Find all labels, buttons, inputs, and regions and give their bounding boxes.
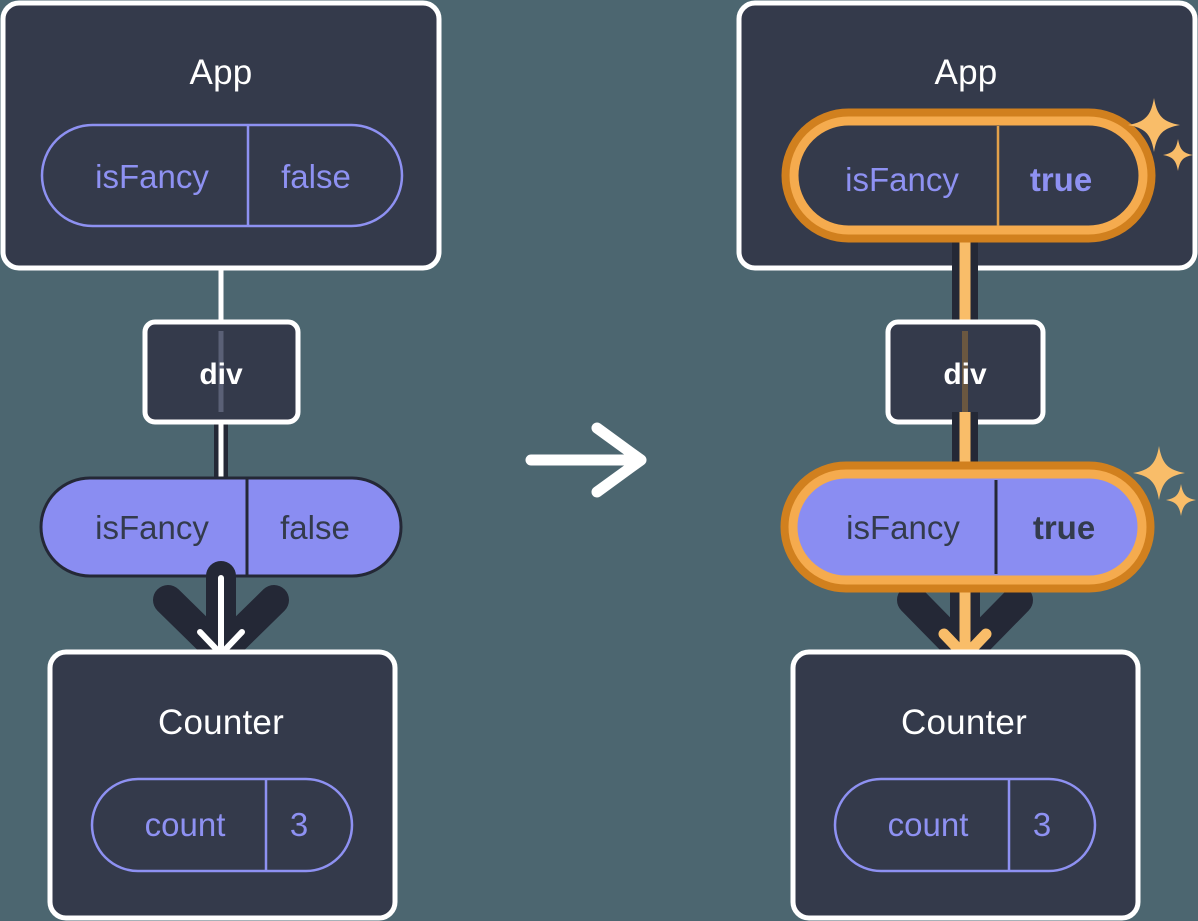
transition-arrow-icon bbox=[525, 422, 647, 498]
before-group bbox=[0, 0, 442, 921]
before-counter-panel bbox=[47, 649, 398, 921]
before-app-state-pill bbox=[40, 123, 404, 228]
after-app-state-pill-ring-inner bbox=[789, 116, 1148, 235]
after-prop-pill-ring-inner bbox=[788, 469, 1147, 585]
before-app-panel bbox=[0, 0, 442, 271]
after-counter-panel bbox=[790, 649, 1141, 921]
after-counter-state-pill bbox=[833, 777, 1097, 873]
before-arrow-prop-counter bbox=[153, 561, 289, 667]
before-counter-state-pill bbox=[90, 777, 354, 873]
sparkle-prop-icon bbox=[1133, 446, 1196, 516]
after-group bbox=[736, 0, 1198, 921]
sparkle-app-state-icon bbox=[1128, 98, 1193, 171]
